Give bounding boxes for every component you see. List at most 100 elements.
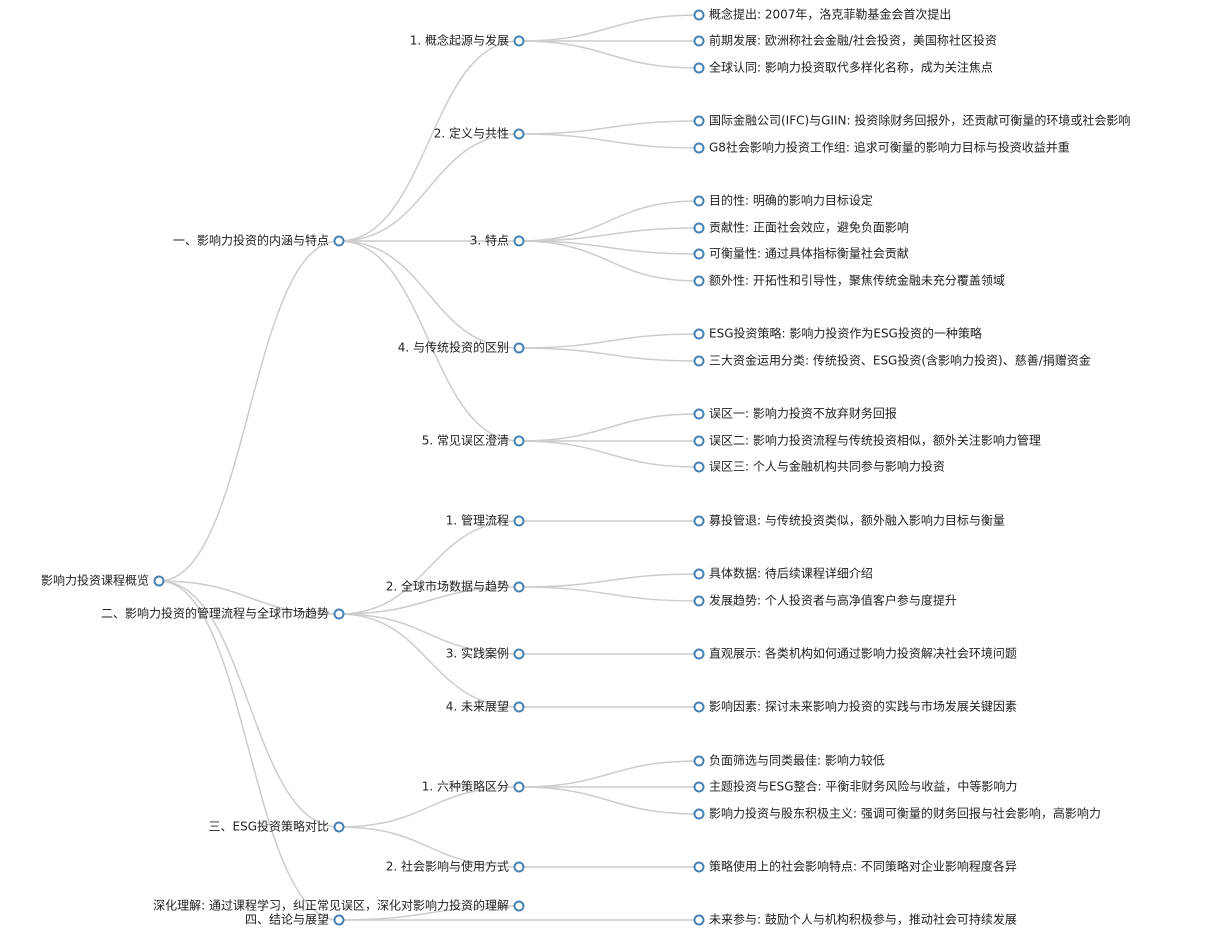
branch-node[interactable]: 3. 特点 (470, 233, 525, 248)
connector-line (518, 440, 700, 468)
node-toggle-circle[interactable] (333, 608, 345, 620)
leaf-node[interactable]: 三大资金运用分类: 传统投资、ESG投资(含影响力投资)、慈善/捐赠资金 (693, 353, 1091, 368)
leaf-node[interactable]: 额外性: 开拓性和引导性，聚焦传统金融未充分覆盖领域 (693, 273, 1005, 288)
leaf-node[interactable]: 深化理解: 通过课程学习，纠正常见误区，深化对影响力投资的理解 (153, 898, 525, 913)
leaf-node[interactable]: 策略使用上的社会影响特点: 不同策略对企业影响程度各异 (693, 859, 1017, 874)
leaf-node[interactable]: 具体数据: 待后续课程详细介绍 (693, 566, 873, 581)
leaf-node[interactable]: 影响力投资与股东积极主义: 强调可衡量的财务回报与社会影响，高影响力 (693, 806, 1101, 821)
node-toggle-circle[interactable] (513, 701, 525, 713)
node-toggle-circle[interactable] (153, 575, 165, 587)
node-toggle-circle[interactable] (513, 861, 525, 873)
node-toggle-circle[interactable] (693, 914, 705, 926)
node-label: 2. 社会影响与使用方式 (386, 859, 509, 874)
node-toggle-circle[interactable] (513, 515, 525, 527)
leaf-node[interactable]: 误区三: 个人与金融机构共同参与影响力投资 (693, 459, 945, 474)
leaf-node[interactable]: 误区二: 影响力投资流程与传统投资相似，额外关注影响力管理 (693, 433, 1041, 448)
node-toggle-circle[interactable] (693, 648, 705, 660)
node-label: 3. 特点 (470, 233, 509, 248)
node-toggle-circle[interactable] (693, 248, 705, 260)
branch-node[interactable]: 2. 定义与共性 (434, 126, 525, 141)
branch-node[interactable]: 4. 与传统投资的区别 (398, 340, 525, 355)
branch-node[interactable]: 二、影响力投资的管理流程与全球市场趋势 (101, 606, 345, 621)
leaf-node[interactable]: 贡献性: 正面社会效应，避免负面影响 (693, 220, 909, 235)
branch-node[interactable]: 1. 六种策略区分 (422, 779, 525, 794)
node-toggle-circle[interactable] (693, 568, 705, 580)
connector-line (518, 133, 700, 149)
leaf-node[interactable]: 全球认同: 影响力投资取代多样化名称，成为关注焦点 (693, 60, 993, 75)
node-label: 4. 与传统投资的区别 (398, 340, 509, 355)
node-toggle-circle[interactable] (693, 328, 705, 340)
node-toggle-circle[interactable] (693, 435, 705, 447)
node-toggle-circle[interactable] (513, 35, 525, 47)
branch-node[interactable]: 5. 常见误区澄清 (422, 433, 525, 448)
leaf-node[interactable]: 概念提出: 2007年，洛克菲勒基金会首次提出 (693, 7, 952, 22)
branch-node[interactable]: 三、ESG投资策略对比 (209, 819, 345, 834)
node-toggle-circle[interactable] (333, 914, 345, 926)
node-toggle-circle[interactable] (693, 62, 705, 74)
node-toggle-circle[interactable] (513, 235, 525, 247)
branch-node[interactable]: 1. 概念起源与发展 (410, 33, 525, 48)
connector-line (518, 227, 700, 242)
leaf-node[interactable]: 前期发展: 欧洲称社会金融/社会投资，美国称社区投资 (693, 33, 997, 48)
leaf-node[interactable]: 国际金融公司(IFC)与GIIN: 投资除财务回报外，还贡献可衡量的环境或社会影… (693, 113, 1131, 128)
leaf-node[interactable]: G8社会影响力投资工作组: 追求可衡量的影响力目标与投资收益并重 (693, 140, 1070, 155)
node-toggle-circle[interactable] (693, 142, 705, 154)
node-toggle-circle[interactable] (513, 342, 525, 354)
connector-line (338, 613, 520, 708)
connector-line (518, 786, 700, 815)
leaf-node[interactable]: 误区一: 影响力投资不放弃财务回报 (693, 406, 897, 421)
branch-node[interactable]: 一、影响力投资的内涵与特点 (173, 233, 345, 248)
branch-node[interactable]: 2. 社会影响与使用方式 (386, 859, 525, 874)
node-toggle-circle[interactable] (513, 128, 525, 140)
node-toggle-circle[interactable] (693, 222, 705, 234)
leaf-node[interactable]: 影响因素: 探讨未来影响力投资的实践与市场发展关键因素 (693, 699, 1017, 714)
connector-line (338, 586, 520, 615)
node-toggle-circle[interactable] (513, 900, 525, 912)
node-toggle-circle[interactable] (693, 861, 705, 873)
node-label: 概念提出: 2007年，洛克菲勒基金会首次提出 (709, 7, 951, 22)
node-toggle-circle[interactable] (693, 355, 705, 367)
node-toggle-circle[interactable] (693, 275, 705, 287)
node-label: 四、结论与展望 (245, 913, 329, 927)
node-toggle-circle[interactable] (513, 781, 525, 793)
node-toggle-circle[interactable] (693, 195, 705, 207)
node-label: 主题投资与ESG整合: 平衡非财务风险与收益，中等影响力 (709, 779, 1017, 794)
node-toggle-circle[interactable] (693, 461, 705, 473)
leaf-node[interactable]: 募投管退: 与传统投资类似，额外融入影响力目标与衡量 (693, 513, 1005, 528)
node-toggle-circle[interactable] (693, 781, 705, 793)
node-label: 额外性: 开拓性和引导性，聚焦传统金融未充分覆盖领域 (709, 273, 1005, 288)
node-toggle-circle[interactable] (693, 9, 705, 21)
node-toggle-circle[interactable] (513, 435, 525, 447)
node-toggle-circle[interactable] (693, 115, 705, 127)
branch-node[interactable]: 四、结论与展望 (245, 913, 345, 927)
connector-line (518, 760, 700, 788)
branch-node[interactable]: 3. 实践案例 (446, 646, 525, 661)
branch-node[interactable]: 2. 全球市场数据与趋势 (386, 579, 525, 594)
node-toggle-circle[interactable] (693, 808, 705, 820)
node-toggle-circle[interactable] (513, 581, 525, 593)
node-label: 全球认同: 影响力投资取代多样化名称，成为关注焦点 (709, 60, 993, 75)
node-toggle-circle[interactable] (693, 408, 705, 420)
branch-node[interactable]: 1. 管理流程 (446, 513, 525, 528)
node-toggle-circle[interactable] (513, 648, 525, 660)
node-toggle-circle[interactable] (333, 235, 345, 247)
node-toggle-circle[interactable] (693, 701, 705, 713)
leaf-node[interactable]: ESG投资策略: 影响力投资作为ESG投资的一种策略 (693, 326, 982, 341)
node-toggle-circle[interactable] (693, 595, 705, 607)
leaf-node[interactable]: 目的性: 明确的影响力目标设定 (693, 193, 873, 208)
leaf-node[interactable]: 未来参与: 鼓励个人与机构积极参与，推动社会可持续发展 (693, 912, 1017, 927)
node-label: 前期发展: 欧洲称社会金融/社会投资，美国称社区投资 (709, 33, 997, 48)
node-toggle-circle[interactable] (333, 821, 345, 833)
leaf-node[interactable]: 主题投资与ESG整合: 平衡非财务风险与收益，中等影响力 (693, 779, 1018, 794)
node-toggle-circle[interactable] (693, 515, 705, 527)
root-node[interactable]: 影响力投资课程概览 (41, 573, 165, 588)
node-label: G8社会影响力投资工作组: 追求可衡量的影响力目标与投资收益并重 (709, 140, 1070, 155)
leaf-node[interactable]: 负面筛选与同类最佳: 影响力较低 (693, 753, 885, 768)
branch-node[interactable]: 4. 未来展望 (446, 700, 525, 714)
leaf-node[interactable]: 直观展示: 各类机构如何通过影响力投资解决社会环境问题 (693, 646, 1017, 661)
node-toggle-circle[interactable] (693, 35, 705, 47)
node-toggle-circle[interactable] (693, 755, 705, 767)
leaf-node[interactable]: 发展趋势: 个人投资者与高净值客户参与度提升 (693, 593, 957, 608)
node-label: 可衡量性: 通过具体指标衡量社会贡献 (709, 246, 909, 261)
leaf-node[interactable]: 可衡量性: 通过具体指标衡量社会贡献 (693, 246, 909, 261)
